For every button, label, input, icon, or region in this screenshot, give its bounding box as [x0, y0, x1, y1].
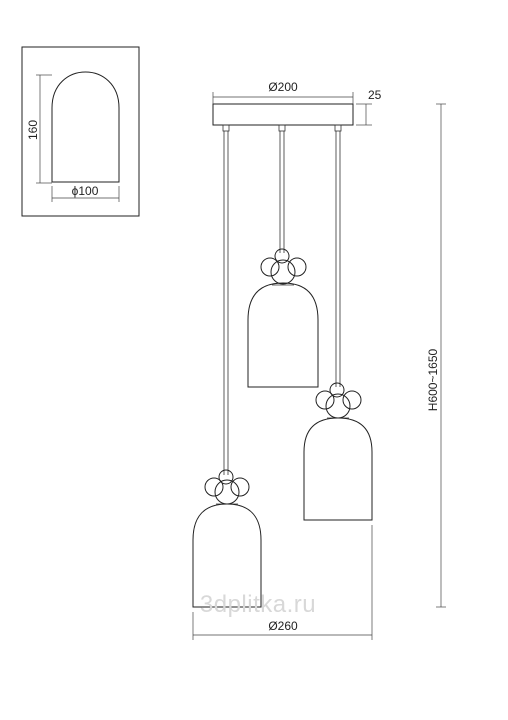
- pendant-right-ball-right: [342, 390, 362, 410]
- canopy-diameter-label: Ø200: [268, 80, 298, 94]
- pendant-left-ball-right: [230, 477, 250, 497]
- total-height-label: H600~1650: [426, 348, 440, 411]
- pendant-left: [192, 469, 262, 608]
- pendant-right-ball-top: [329, 382, 345, 398]
- watermark: 3dplitka.ru: [200, 591, 316, 618]
- pendant-middle: [247, 248, 319, 388]
- pendant-right-ball-front: [325, 393, 351, 419]
- pendant-middle-shade: [247, 282, 319, 388]
- pendant-middle-ball-top: [274, 248, 290, 264]
- pendant-left-shade: [192, 503, 262, 608]
- pendant-middle-ball-left: [260, 257, 280, 277]
- canopy-plate: [212, 103, 354, 126]
- pendant-right-shade: [303, 417, 373, 521]
- pendant-middle-ball-front: [270, 259, 296, 285]
- clamp-right: [334, 124, 342, 132]
- clamp-left: [222, 124, 230, 132]
- pendant-middle-ball-right: [287, 257, 307, 277]
- detail-height-label: 160: [26, 120, 40, 140]
- detail-width-label: ϕ100: [72, 184, 99, 198]
- cable-clamps: [222, 124, 342, 132]
- detail-shade-outline: [51, 71, 120, 183]
- pendant-left-ball-top: [218, 469, 234, 485]
- total-height-dimension: H600~1650: [426, 103, 446, 608]
- pendant-left-ball-left: [204, 477, 224, 497]
- overall-diameter-label: Ø260: [268, 619, 298, 633]
- canopy-height-label: 25: [368, 88, 382, 102]
- cables: [223, 131, 341, 475]
- clamp-middle: [278, 124, 286, 132]
- pendant-right-ball-left: [315, 390, 335, 410]
- detail-frame: [21, 46, 140, 217]
- overall-diameter-dimension: Ø260: [192, 525, 373, 640]
- canopy: Ø200 25: [212, 80, 382, 126]
- pendant-right: [303, 382, 373, 521]
- shade-detail-box: 160 ϕ100: [21, 46, 140, 217]
